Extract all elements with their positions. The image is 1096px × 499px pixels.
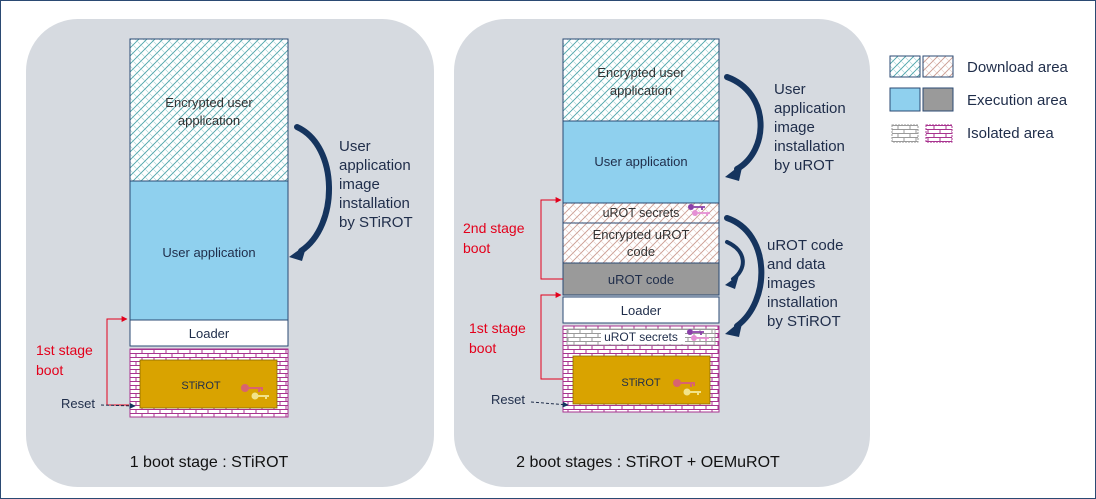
p1-stage1-label-line2: boot [36,362,63,378]
p1-execution-block [129,180,289,321]
p1-install-note-line1: User [339,138,371,155]
p2-user-install-line3: image [774,119,815,136]
p2-urot-small-arrowhead [725,275,739,289]
p2-urot-install-arrow [724,215,765,329]
p2-urot-secrets-key-icon [688,204,710,216]
p2-stirot-block [572,355,711,405]
p1-stirot-label: STiROT [181,380,221,392]
p1-stage1-label-line1: 1st stage [36,342,93,358]
p2-urot-code-block [562,262,720,296]
p2-urot-secrets-label: uROT secrets [603,206,680,220]
p2-execution-block [562,120,720,204]
p2-download-label-line1: Encrypted user [597,65,685,80]
p1-stirot-block [139,359,278,409]
p2-urot-secrets-isolated-bg [601,330,685,344]
p1-reset-arrow [100,402,136,409]
p2-user-install-line1: User [774,81,806,98]
p2-urot-install-line3: images [767,275,815,292]
p2-caption: 2 boot stages : STiROT + OEMuROT [516,454,780,471]
p2-user-install-arrow [724,74,764,172]
p2-stage2-bracket [540,197,563,280]
p2-loader-label: Loader [621,303,662,318]
p1-install-note-line2: application [339,157,411,174]
p1-install-note-line5: by STiROT [339,214,413,231]
p1-caption: 1 boot stage : STiROT [130,454,289,471]
p1-install-note-line3: image [339,176,380,193]
p1-download-label-line2: application [178,113,240,128]
legend-isolated-gray-swatch [891,124,919,143]
p2-reset-label: Reset [491,392,525,407]
p2-user-install-line5: by uROT [774,157,834,174]
p2-isolated-key-icon [687,329,709,341]
p1-execution-label: User application [162,245,255,260]
p1-install-arrow [294,124,332,254]
legend-download-teal-swatch [889,55,921,78]
p2-stirot-label: STiROT [621,377,661,389]
p1-loader-block [129,319,289,347]
p1-install-note-line4: installation [339,195,410,212]
p2-encrypted-urot-line2: code [627,244,655,259]
p2-encrypted-urot-line1: Encrypted uROT [593,227,690,242]
p2-urot-secrets-isolated-label: uROT secrets [604,330,678,344]
legend-download-label: Download area [967,59,1069,76]
p2-urot-install-line2: and data [767,256,826,273]
p2-execution-label: User application [594,154,687,169]
p1-download-label-line1: Encrypted user [165,95,253,110]
p2-urot-install-arrowhead [725,319,743,337]
p2-reset-arrow [530,401,569,408]
p2-urot-install-line4: installation [767,294,838,311]
p1-reset-label: Reset [61,396,95,411]
p2-download-label-line2: application [610,83,672,98]
p1-key-icon [241,384,269,400]
p2-stage1-label-line2: boot [469,340,496,356]
legend: Download area Execution area Isolated ar… [889,55,1069,143]
legend-isolated-label: Isolated area [967,125,1054,142]
legend-execution-blue-swatch [889,87,921,112]
p2-user-install-arrowhead [725,163,743,181]
p2-urot-install-line1: uROT code [767,237,843,254]
legend-download-pink-swatch [922,55,954,78]
p2-urot-small-arrow [725,240,745,281]
p2-user-install-line2: application [774,100,846,117]
p1-loader-label: Loader [189,326,230,341]
p2-loader-block [562,296,720,324]
p1-install-arrowhead [289,244,307,261]
legend-execution-label: Execution area [967,92,1068,109]
p2-user-install-line4: installation [774,138,845,155]
p2-stage1-label-line1: 1st stage [469,320,526,336]
p2-stage1-bracket [540,292,563,380]
p2-stirot-key-icon [673,379,701,396]
p2-stage2-label-line1: 2nd stage [463,220,525,236]
p1-download-block [129,38,289,182]
p2-urot-install-line5: by STiROT [767,313,841,330]
legend-execution-gray-swatch [922,87,954,112]
p2-download-block [562,38,720,122]
p2-stage2-label-line2: boot [463,240,490,256]
p2-urot-code-label: uROT code [608,272,674,287]
p2-encrypted-urot-block [562,222,720,264]
legend-isolated-pink-swatch [925,124,953,143]
